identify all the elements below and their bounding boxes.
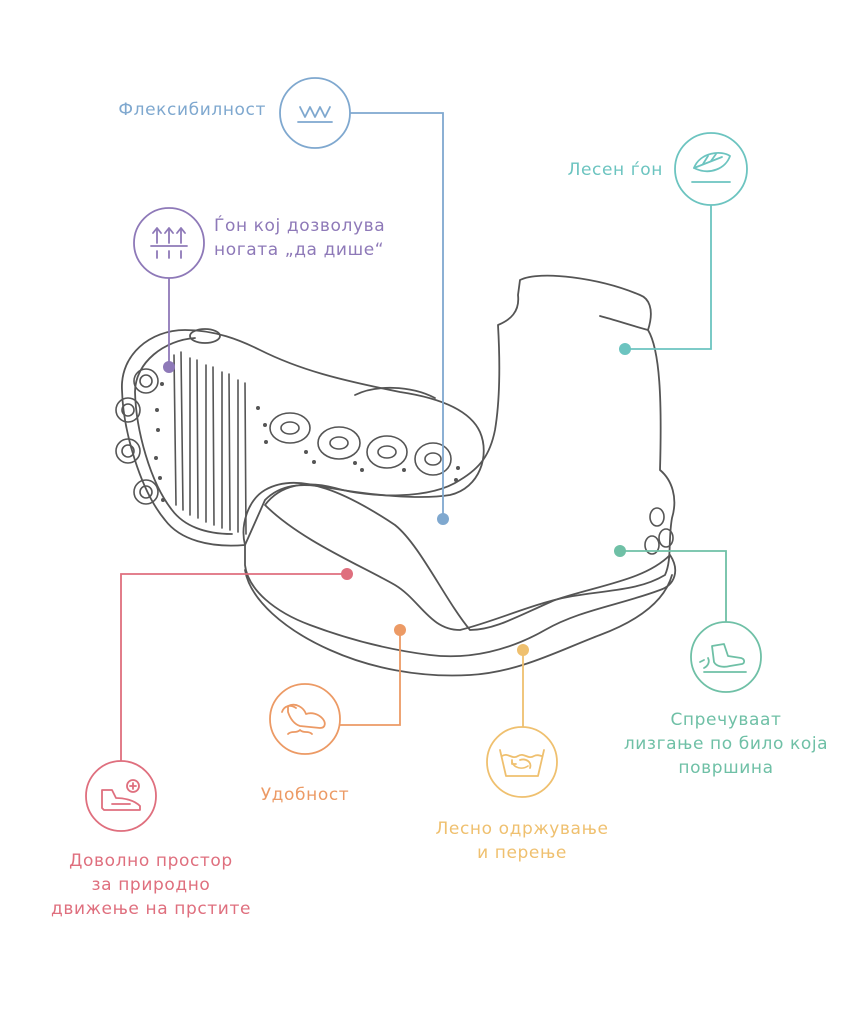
- sole-inner-edge: [134, 337, 233, 535]
- toe-room-label: Доволно простор за природно движење на п…: [6, 849, 296, 921]
- connector-lines: [120, 112, 727, 761]
- heel-bump: [354, 386, 436, 399]
- toe-room-label-line-3: движење на прстите: [50, 899, 252, 919]
- antislip-label-line-2: лизгање по било која: [623, 734, 829, 754]
- toe-room-connector: [120, 573, 347, 761]
- sole-dots: [154, 382, 460, 502]
- washable-label-line-2: и перење: [477, 843, 567, 863]
- flexibility-label: Флексибилност: [118, 98, 266, 122]
- lightweight-label: Лесен ѓон: [568, 158, 663, 182]
- antislip-label-line-3: површина: [678, 758, 774, 778]
- sock-outline: [264, 274, 676, 631]
- flexibility-label-line-1: Флексибилност: [118, 100, 266, 120]
- lightweight-connector: [625, 205, 712, 350]
- sole-outline: [121, 329, 485, 547]
- breathable-label-line-1: Ѓон кој дозволува: [214, 216, 386, 236]
- sole-pads: [115, 368, 452, 505]
- connector-dots: [163, 343, 631, 656]
- antislip-dot: [614, 545, 626, 557]
- sole-grip-lines: [173, 351, 247, 535]
- breathing-arrows-icon: [133, 207, 205, 279]
- side-pads: [644, 507, 674, 555]
- toe-wrap-outline: [242, 481, 677, 658]
- sock-cuff: [599, 315, 649, 331]
- shoe-plus-icon: [85, 760, 157, 832]
- comfort-connector: [340, 630, 401, 726]
- feather-icon: [674, 132, 748, 206]
- antislip-label-line-1: Спречуваат: [670, 710, 782, 730]
- flexibility-dot: [437, 513, 449, 525]
- shoe-illustration: [115, 274, 677, 677]
- washable-dot: [517, 644, 529, 656]
- flexibility-connector: [350, 112, 444, 519]
- bottom-sole-edge: [244, 569, 673, 677]
- lightweight-label-line-1: Лесен ѓон: [567, 160, 663, 180]
- wave-icon: [279, 77, 351, 149]
- wash-tub-icon: [486, 726, 558, 798]
- sole-hole: [189, 328, 221, 344]
- washable-label-line-1: Лесно одржување: [435, 819, 609, 839]
- comfort-label-line-1: Удобност: [260, 785, 350, 805]
- toe-room-label-line-2: за природно: [91, 875, 211, 895]
- toe-room-label-line-1: Доволно простор: [69, 851, 233, 871]
- washable-label: Лесно одржување и перење: [392, 817, 652, 865]
- toe-room-dot: [341, 568, 353, 580]
- breathable-label: Ѓон кој дозволува ногата „да дише“: [214, 214, 385, 262]
- comfort-dot: [394, 624, 406, 636]
- breathable-dot: [163, 361, 175, 373]
- lightweight-dot: [619, 343, 631, 355]
- slip-foot-icon: [690, 621, 762, 693]
- comfort-label: Удобност: [205, 783, 405, 807]
- winged-shoe-icon: [269, 683, 341, 755]
- antislip-connector: [620, 550, 727, 622]
- breathable-label-line-2: ногата „да дише“: [214, 240, 385, 260]
- antislip-label: Спречуваат лизгање по било која површина: [581, 708, 849, 780]
